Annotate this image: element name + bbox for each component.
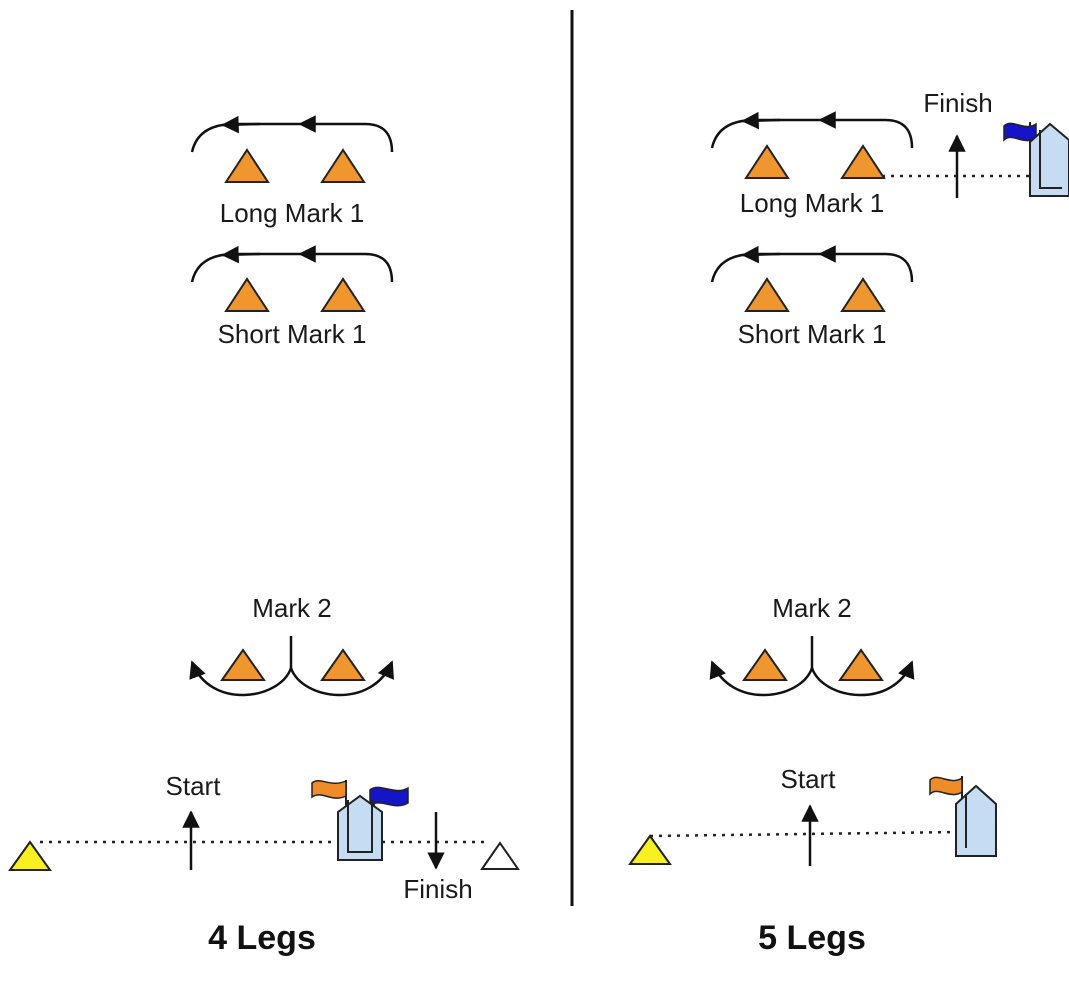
start-pin-mark: [628, 834, 672, 865]
right-start-group: Start: [628, 764, 997, 866]
left-short-mark-group: Short Mark 1: [190, 245, 394, 349]
mark-triangle: [224, 277, 270, 312]
rounding-arrow: [709, 660, 814, 697]
rounding-arrow: [289, 660, 394, 697]
right-long-mark-group: Long Mark 1: [710, 111, 914, 218]
start-label: Start: [781, 764, 837, 794]
blue-flag-icon: [369, 786, 409, 807]
rounding-arrow: [818, 111, 914, 149]
rounding-arrow: [710, 252, 820, 283]
mark-triangle: [320, 648, 366, 681]
rounding-arrow: [190, 122, 300, 153]
start-label: Start: [166, 771, 222, 801]
mark2-label: Mark 2: [252, 593, 331, 623]
rounding-arrow: [298, 245, 394, 283]
rounding-arrow: [189, 660, 293, 697]
start-pin-mark: [8, 840, 52, 871]
right-mark2-group: Mark 2: [709, 593, 915, 697]
mark-triangle: [320, 277, 366, 312]
orange-flag-icon: [929, 776, 963, 796]
finish-label: Finish: [923, 88, 992, 118]
boat-cabin: [347, 800, 373, 853]
rounding-arrow: [818, 245, 914, 283]
left-legs-label: 4 Legs: [208, 919, 316, 957]
right-legs-label: 5 Legs: [758, 919, 866, 957]
rounding-arrow-head: [741, 111, 781, 130]
orange-flag-icon: [311, 779, 347, 799]
mark-triangle: [840, 277, 886, 312]
rounding-arrow: [298, 115, 394, 153]
left-mark2-group: Mark 2: [189, 593, 394, 697]
short-mark-label: Short Mark 1: [738, 319, 887, 349]
mark-triangle: [840, 144, 886, 179]
long-mark-label: Long Mark 1: [220, 198, 365, 228]
left-long-mark-group: Long Mark 1: [190, 115, 394, 228]
mark-triangle: [320, 148, 366, 183]
left-panel: Long Mark 1 Short Mark 1 Mark 2 Start: [8, 115, 520, 957]
rounding-arrow-head: [741, 245, 781, 264]
mark-triangle: [744, 277, 790, 312]
left-start-finish-group: Start Finish: [8, 771, 520, 904]
committee-boat: [929, 776, 997, 857]
start-line: [649, 830, 961, 838]
long-mark-label: Long Mark 1: [740, 188, 885, 218]
short-mark-label: Short Mark 1: [218, 319, 367, 349]
mark2-label: Mark 2: [772, 593, 851, 623]
right-panel: Finish Long Mark 1 Sho: [628, 88, 1069, 957]
rounding-arrow: [190, 252, 300, 283]
mark-triangle: [224, 148, 270, 183]
mark-triangle: [838, 648, 884, 681]
rounding-arrow-head: [221, 115, 261, 134]
mark-triangle: [742, 648, 788, 681]
committee-boat: [1003, 122, 1069, 197]
committee-boat: [311, 779, 409, 861]
finish-label: Finish: [403, 874, 472, 904]
blue-flag-icon: [1003, 122, 1037, 142]
rounding-arrow: [710, 118, 820, 149]
right-short-mark-group: Short Mark 1: [710, 245, 914, 349]
mark-triangle: [220, 648, 266, 681]
rounding-arrow-head: [221, 245, 261, 264]
finish-pin-mark: [480, 841, 520, 870]
right-finish-group: Finish: [882, 88, 1069, 198]
boat-cabin: [1039, 130, 1062, 189]
boat-hull: [337, 794, 383, 861]
mark-triangle: [744, 144, 790, 179]
rounding-arrow: [810, 660, 915, 697]
